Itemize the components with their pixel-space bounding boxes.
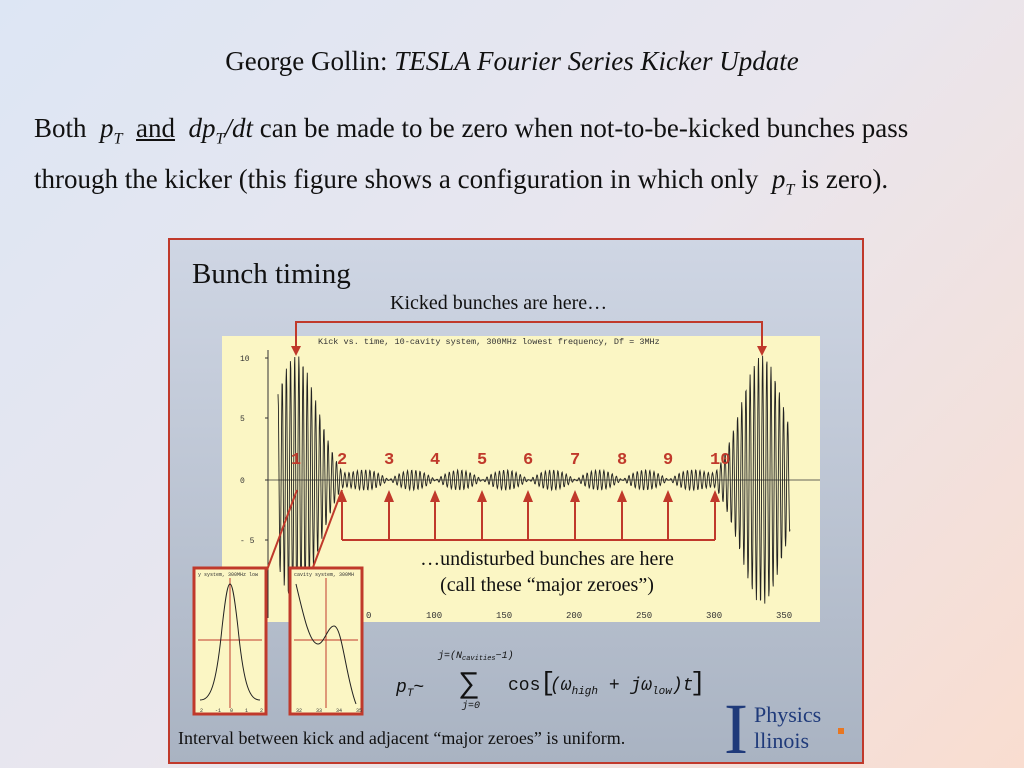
kick-waveform bbox=[277, 355, 791, 604]
svg-text:pT~: pT~ bbox=[395, 678, 424, 700]
kick-vs-time-plot: Kick vs. time, 10-cavity system, 300MHz … bbox=[192, 321, 820, 716]
svg-text:34: 34 bbox=[336, 708, 342, 714]
inset1-curve bbox=[199, 583, 261, 701]
svg-text:∑: ∑ bbox=[460, 668, 478, 702]
zero-label-3: 3 bbox=[384, 451, 394, 470]
intro-and: and bbox=[136, 113, 176, 143]
inset-1: y system, 300MHz low 2 -1 0 1 2 bbox=[192, 566, 268, 716]
undisturbed-label: …undisturbed bunches are here (call thes… bbox=[420, 548, 674, 596]
kicked-bracket bbox=[295, 321, 763, 350]
svg-text:j=0: j=0 bbox=[461, 700, 480, 712]
x-tick-2: 150 bbox=[496, 611, 512, 621]
physics-illinois-logo: I Physics llinois bbox=[724, 689, 854, 762]
x-tick-0: 0 bbox=[366, 611, 371, 621]
figure-title: Bunch timing bbox=[192, 258, 351, 290]
svg-text:35: 35 bbox=[356, 708, 362, 714]
svg-text:2: 2 bbox=[260, 708, 263, 714]
slide-title: George Gollin: TESLA Fourier Series Kick… bbox=[0, 46, 1024, 77]
zero-label-2: 2 bbox=[337, 451, 347, 470]
zero-label-9: 9 bbox=[663, 451, 673, 470]
dpt-dt-symbol: dpT/dt bbox=[188, 113, 254, 148]
kicked-arrow-right bbox=[757, 346, 767, 356]
zero-label-7: 7 bbox=[570, 451, 580, 470]
x-tick-4: 250 bbox=[636, 611, 652, 621]
zero-label-10: 10 bbox=[710, 451, 730, 470]
intro-w1: Both bbox=[34, 113, 87, 143]
svg-text:j=(Ncavities−1): j=(Ncavities−1) bbox=[437, 650, 514, 663]
svg-text:-1: -1 bbox=[215, 708, 221, 714]
inset-2: cavity system, 300MH 32 33 34 35 bbox=[288, 566, 364, 716]
intro-paragraph: Both pT and dpT/dt can be made to be zer… bbox=[34, 108, 994, 211]
inset1-pointer bbox=[266, 489, 298, 571]
x-tick-6: 350 bbox=[776, 611, 792, 621]
x-tick-3: 200 bbox=[566, 611, 582, 621]
svg-text:33: 33 bbox=[316, 708, 322, 714]
pt-symbol-2: pT bbox=[771, 164, 795, 199]
zero-label-1: 1 bbox=[291, 451, 301, 470]
slide-author: George Gollin: bbox=[225, 46, 388, 76]
kicked-bunches-label: Kicked bunches are here… bbox=[390, 292, 608, 314]
y-tick-2: 0 bbox=[240, 477, 245, 486]
y-tick-1: 5 bbox=[240, 415, 245, 424]
zero-label-8: 8 bbox=[617, 451, 627, 470]
kicked-arrow-left bbox=[291, 346, 301, 356]
slide-topic: TESLA Fourier Series Kicker Update bbox=[394, 46, 799, 76]
y-tick-3: - 5 bbox=[240, 537, 255, 546]
svg-text:(ωhigh + jωlow)t: (ωhigh + jωlow)t bbox=[550, 676, 693, 698]
bunch-timing-figure: Bunch timing Kicked bunches are here… Ki… bbox=[168, 238, 864, 764]
bottom-caption: Interval between kick and adjacent “majo… bbox=[178, 728, 626, 748]
svg-text:]: ] bbox=[690, 668, 706, 698]
inset2-curve bbox=[295, 583, 357, 705]
inset2-pointer bbox=[311, 489, 343, 571]
svg-text:1: 1 bbox=[245, 708, 248, 714]
svg-text:32: 32 bbox=[296, 708, 302, 714]
zero-label-6: 6 bbox=[523, 451, 533, 470]
inset2-title: cavity system, 300MH bbox=[294, 572, 354, 578]
y-tick-0: 10 bbox=[240, 355, 250, 364]
zero-label-4: 4 bbox=[430, 451, 440, 470]
intro-rest2: is zero). bbox=[801, 164, 889, 195]
x-tick-5: 300 bbox=[706, 611, 722, 621]
pt-symbol: pT bbox=[100, 113, 123, 148]
plot-title: Kick vs. time, 10-cavity system, 300MHz … bbox=[318, 337, 660, 347]
formula: pT~ j=(Ncavities−1) ∑ j=0 cos [ (ωhigh +… bbox=[395, 650, 706, 712]
x-tick-1: 100 bbox=[426, 611, 442, 621]
svg-text:[: [ bbox=[540, 668, 556, 698]
svg-text:cos: cos bbox=[508, 676, 540, 696]
zero-label-5: 5 bbox=[477, 451, 487, 470]
intro-rest1: can be made to be zero when not-to-be-ki… bbox=[34, 113, 909, 195]
svg-text:2: 2 bbox=[200, 708, 203, 714]
inset1-title: y system, 300MHz low bbox=[198, 572, 258, 578]
svg-text:0: 0 bbox=[230, 708, 233, 714]
